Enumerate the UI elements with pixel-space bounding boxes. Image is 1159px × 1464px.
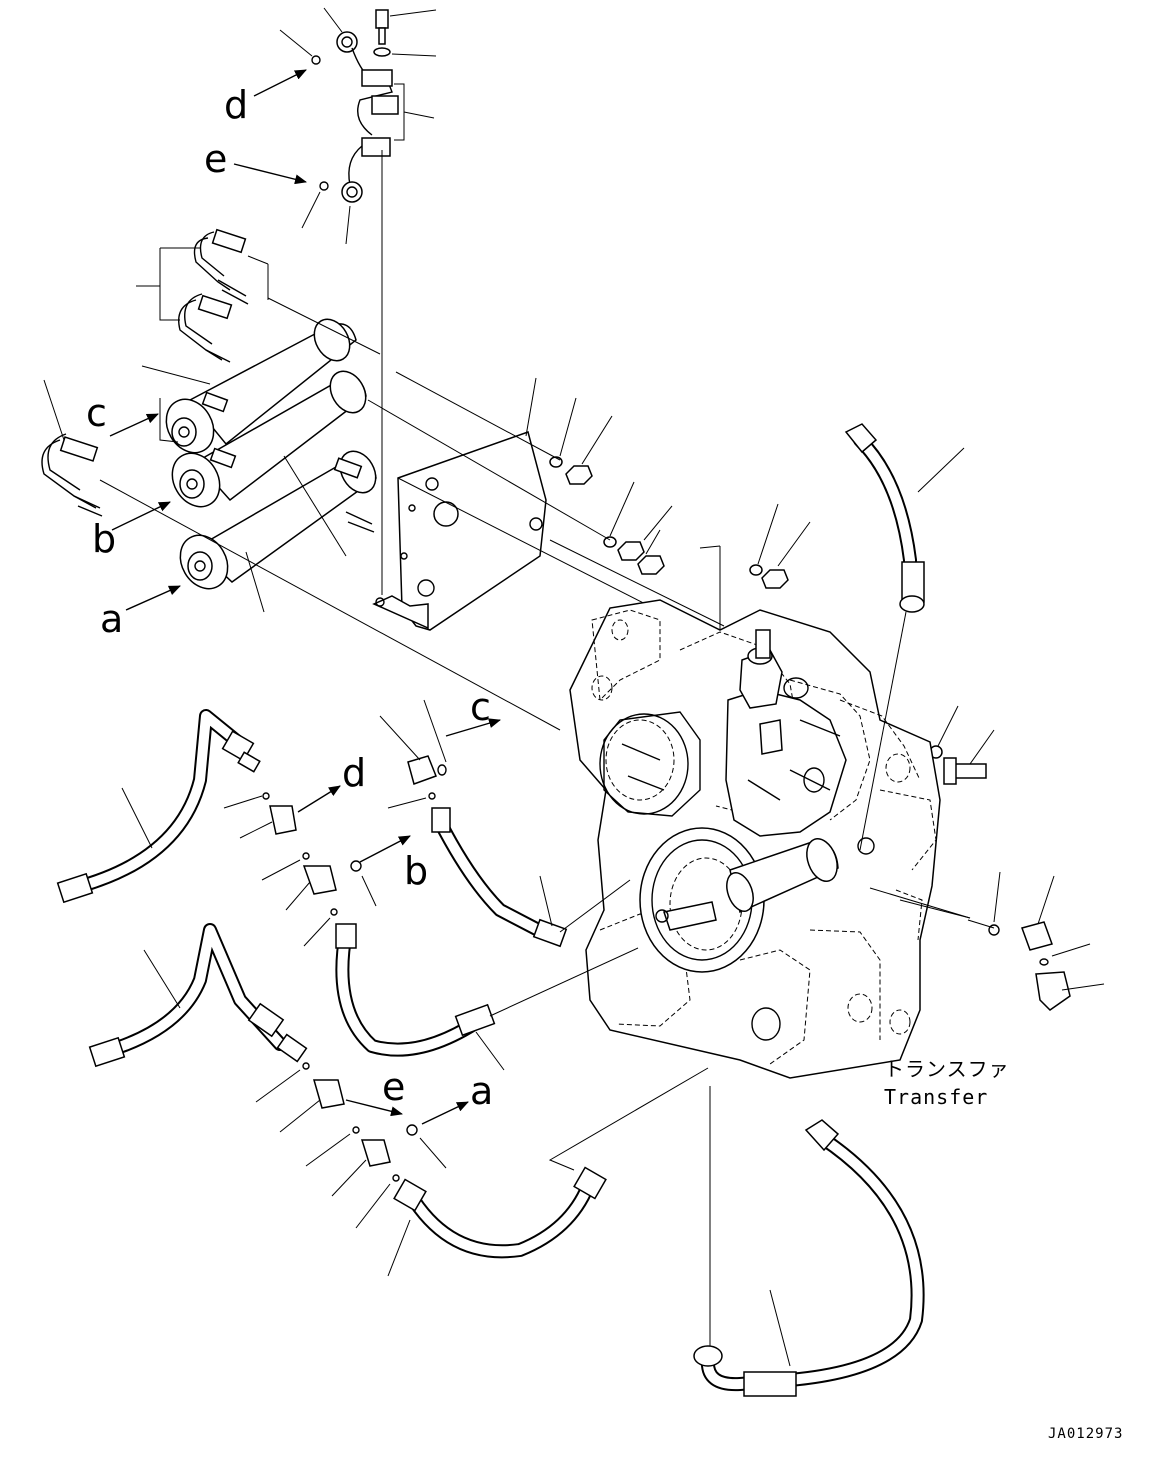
hose-left-lower <box>88 923 308 1068</box>
transfer-label-jp: トランスファ <box>884 1057 1010 1081</box>
elbow-fitting-c <box>379 699 447 809</box>
callout-a-mid: a <box>421 1069 493 1125</box>
hose-clips-upper <box>136 228 269 363</box>
callout-text: d <box>224 83 248 127</box>
pressure-sensor-right <box>1021 875 1105 1011</box>
hose-right-upper <box>844 423 965 851</box>
transfer-label: トランスファ Transfer <box>884 1057 1010 1109</box>
callout-text: e <box>204 137 227 181</box>
hose-bottom-large <box>693 1086 925 1397</box>
washers-nuts <box>549 456 987 785</box>
callout-b-mid: b <box>359 835 428 893</box>
callout-a-top: a <box>100 585 181 641</box>
callout-b-top: b <box>92 501 171 561</box>
callout-text: b <box>404 849 428 893</box>
callout-d-mid: d <box>297 751 366 813</box>
sensor-harness-cluster <box>279 7 437 595</box>
callout-text: a <box>100 597 123 641</box>
drawing-code: JA012973 <box>1048 1426 1123 1442</box>
callout-text: b <box>92 517 116 561</box>
solenoid-cylinder-a <box>179 450 377 590</box>
mounting-bracket <box>372 431 547 631</box>
elbow-fitting-b <box>285 860 377 947</box>
solenoid-cylinder-b <box>171 370 367 508</box>
tee-fitting-d <box>223 792 310 881</box>
callout-text: a <box>470 1069 493 1113</box>
callout-text: d <box>342 751 366 795</box>
transfer-label-en: Transfer <box>884 1085 988 1109</box>
callout-c-mid: c <box>445 685 501 737</box>
callout-text: c <box>470 685 491 729</box>
callout-text: e <box>382 1065 405 1109</box>
hose-mid-lower <box>335 923 639 1071</box>
solenoid-cylinder-c <box>165 318 357 454</box>
callout-e-mid: e <box>345 1065 405 1117</box>
callout-c-top: c <box>86 391 159 437</box>
callout-d-top: d <box>224 69 307 127</box>
hose-left-upper <box>56 709 261 904</box>
callout-e-top: e <box>204 137 307 185</box>
fittings-e-group <box>255 1062 447 1229</box>
hose-bottom-small <box>387 1067 709 1277</box>
hose-mid-upper <box>431 807 631 948</box>
transfer-housing <box>569 599 941 1079</box>
callout-text: c <box>86 391 107 435</box>
hose-clip-left <box>41 379 103 517</box>
